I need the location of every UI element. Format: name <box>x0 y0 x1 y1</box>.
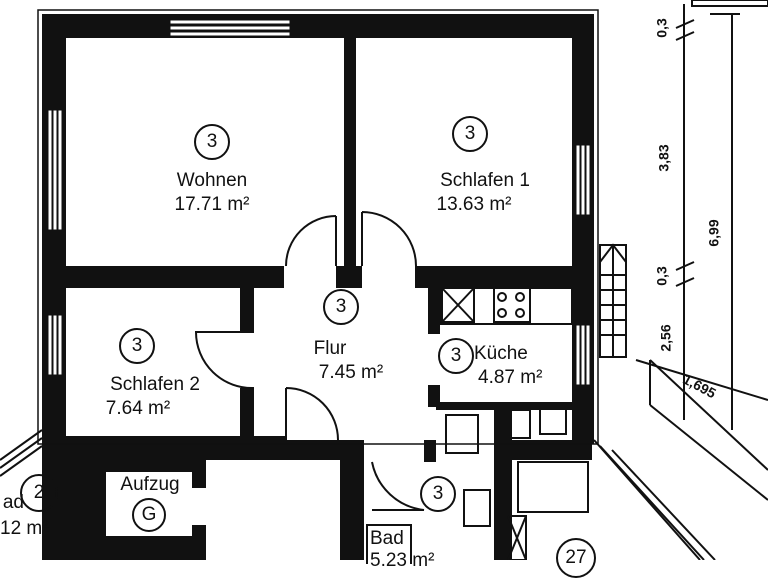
room-marker-bad: 3 <box>420 476 456 512</box>
room-name-aufzug: Aufzug <box>120 474 180 495</box>
room-marker-aufzug: G <box>132 498 166 532</box>
room-name-bad: Bad <box>370 528 404 549</box>
room-name-wohnen: Wohnen <box>176 170 248 191</box>
room-marker-schlafen-2: 3 <box>119 328 155 364</box>
room-name-kueche: Küche <box>474 343 528 364</box>
room-name-schlafen-2: Schlafen 2 <box>110 374 200 395</box>
room-area-bad-left: 12 m² <box>0 518 49 539</box>
room-marker-flur: 3 <box>323 289 359 325</box>
room-marker-kueche: 3 <box>438 338 474 374</box>
dimension-label-3-83: 3,83 <box>655 144 672 172</box>
dimension-label-top: 0,3 <box>653 18 670 38</box>
room-area-wohnen: 17.71 m² <box>174 194 250 215</box>
room-area-kueche: 4.87 m² <box>478 367 543 388</box>
room-area-bad: 5.23 m² <box>370 550 435 571</box>
room-marker-wohnen: 3 <box>194 124 230 160</box>
room-marker-27: 27 <box>556 538 596 578</box>
dimension-label-6-99: 6,99 <box>705 219 722 247</box>
room-marker-bad-left: 2 <box>20 474 58 512</box>
bad-label-box <box>366 524 412 564</box>
room-area-flur: 7.45 m² <box>318 362 384 383</box>
room-name-bad-left: ad <box>2 492 24 513</box>
room-name-flur: Flur <box>313 338 347 359</box>
room-marker-schlafen-1: 3 <box>452 116 488 152</box>
room-area-schlafen-2: 7.64 m² <box>105 398 171 419</box>
dimension-label-mid: 0,3 <box>653 266 670 286</box>
floor-plan-drawing <box>0 0 768 560</box>
dimension-label-2-56: 2,56 <box>657 324 674 352</box>
room-area-schlafen-1: 13.63 m² <box>436 194 512 215</box>
room-name-schlafen-1: Schlafen 1 <box>440 170 530 191</box>
